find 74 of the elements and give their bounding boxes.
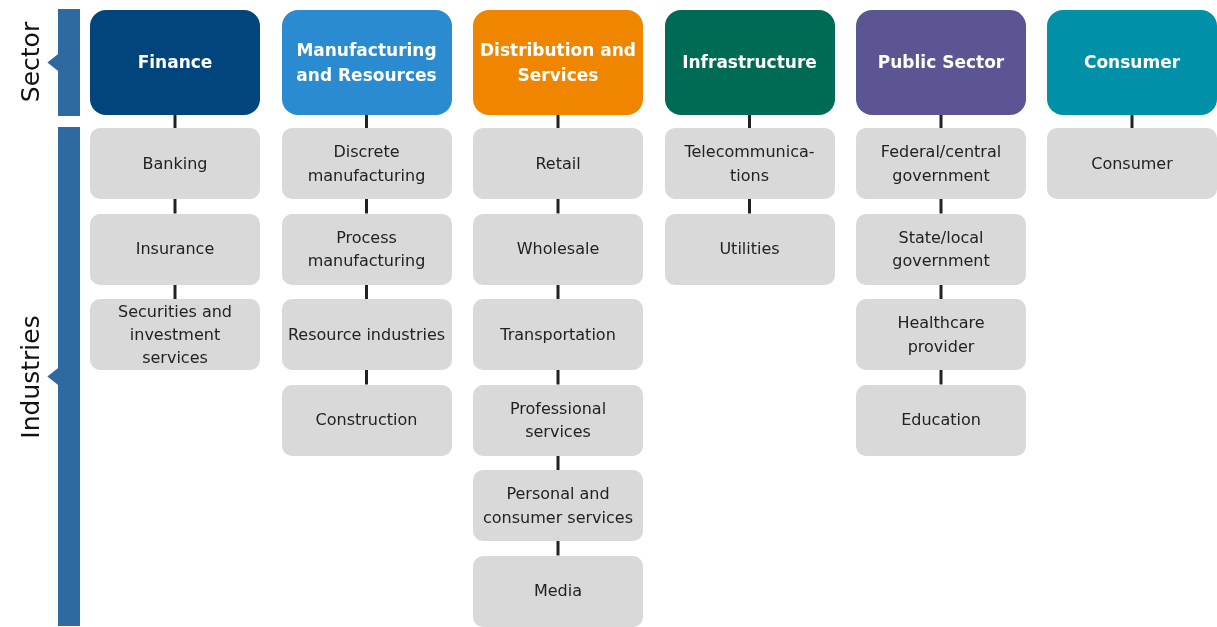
industry-name: Process manufacturing — [306, 226, 427, 272]
sector-name: Consumer — [1083, 51, 1181, 75]
connector-line — [556, 115, 560, 128]
connector-line — [556, 284, 560, 299]
sector-box — [664, 10, 835, 115]
industry-name: Education — [901, 409, 981, 432]
industry-name: State/local government — [891, 226, 991, 272]
industry-box — [473, 128, 643, 199]
industry-name: Discrete manufacturing — [306, 141, 427, 187]
industry-name: Retail — [535, 152, 581, 175]
industry-name: Media — [533, 580, 583, 603]
industry-name: Utilities — [719, 238, 780, 261]
industry-box — [281, 213, 452, 285]
industry-box — [1047, 128, 1217, 199]
industry-box — [281, 384, 452, 456]
sector-box — [281, 10, 452, 115]
industry-name: Transportation — [500, 323, 616, 346]
industry-name: Personal and consumer services — [482, 483, 634, 529]
connector-line — [365, 115, 368, 128]
connector-line — [939, 199, 943, 214]
sector-name: Finance — [137, 51, 213, 75]
sector-name: Infrastructure — [682, 51, 817, 75]
axis-label: Industries — [15, 315, 45, 439]
connector-line — [748, 115, 751, 128]
industry-box — [473, 213, 643, 285]
sector-name: Public Sector — [877, 51, 1005, 75]
industry-name: Banking — [142, 152, 208, 175]
industry-name: Federal/central government — [879, 141, 1003, 187]
industry-box — [856, 384, 1026, 456]
connector-line — [365, 370, 368, 385]
industry-box — [90, 128, 260, 199]
sector-box — [1047, 10, 1217, 115]
industry-box — [473, 470, 643, 541]
industry-box — [281, 128, 452, 199]
industry-name: Telecommunica- tions — [683, 141, 816, 187]
connector-line — [939, 284, 943, 299]
connector-line — [748, 199, 751, 214]
industry-name: Insurance — [135, 238, 215, 261]
industry-box — [856, 128, 1026, 199]
connector-line — [939, 370, 943, 385]
connector-line — [556, 370, 560, 385]
industry-box — [473, 384, 643, 456]
connector-line — [556, 455, 560, 470]
connector-line — [173, 115, 177, 128]
industry-box — [856, 299, 1026, 370]
sector-box — [473, 10, 643, 115]
industry-name: Consumer — [1091, 152, 1173, 175]
connector-line — [365, 199, 368, 214]
sector-box — [90, 10, 260, 115]
industry-name: Professional services — [508, 397, 608, 443]
industry-box — [473, 299, 643, 370]
connector-line — [556, 541, 560, 556]
connector-line — [365, 284, 368, 299]
industry-name: Healthcare provider — [896, 312, 986, 358]
industry-name: Resource industries — [287, 323, 446, 346]
connector-line — [939, 115, 943, 128]
axis-label: Sector — [15, 21, 45, 103]
industry-name: Construction — [315, 409, 418, 432]
connector-line — [173, 284, 177, 299]
industry-name: Securities and investment services — [116, 300, 233, 370]
industry-box — [473, 555, 643, 627]
connector-line — [173, 199, 177, 214]
industry-box — [664, 128, 835, 199]
industry-name: Wholesale — [516, 238, 600, 261]
sector-box — [856, 10, 1026, 115]
sector-name: Manufacturing and Resources — [295, 38, 438, 87]
connector-line — [1130, 115, 1134, 128]
industry-box — [281, 299, 452, 370]
industry-box — [90, 299, 260, 370]
connector-line — [556, 199, 560, 214]
industry-box — [90, 213, 260, 285]
sector-name: Distribution and Services — [479, 38, 637, 87]
industry-box — [856, 213, 1026, 285]
industry-box — [664, 213, 835, 285]
